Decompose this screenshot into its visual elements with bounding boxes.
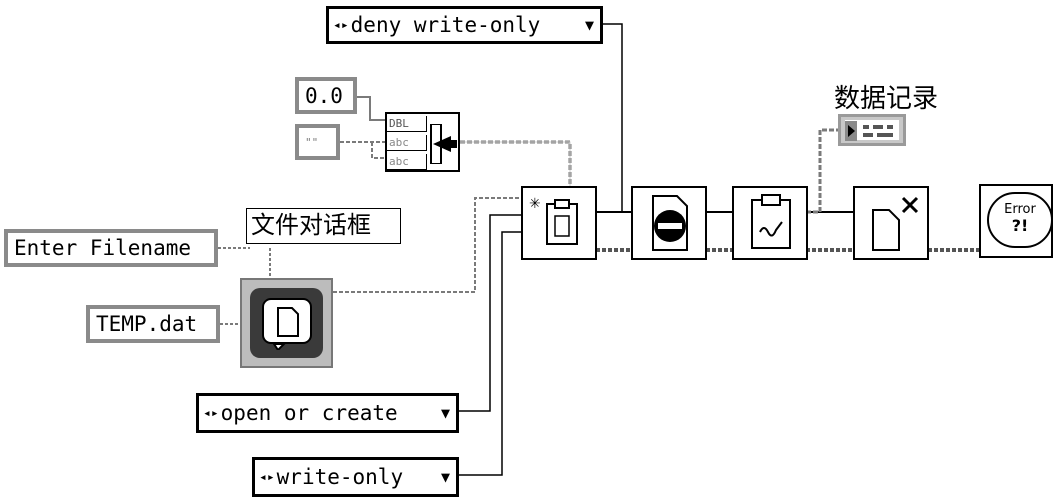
data-record-indicator[interactable] bbox=[838, 114, 906, 146]
error-symbol: ?! bbox=[1011, 216, 1029, 235]
bundle-row-dbl: DBL bbox=[387, 116, 427, 132]
wire-string2 bbox=[371, 142, 386, 159]
cluster-indicator-icon bbox=[845, 121, 893, 141]
new-file-icon: ✳ bbox=[529, 196, 578, 245]
file-dialog-label: 文件对话框 bbox=[246, 208, 401, 244]
wire-data bbox=[806, 128, 840, 214]
number-constant[interactable]: 0.0 bbox=[295, 77, 357, 114]
open-mode-value: open or create bbox=[220, 401, 398, 425]
wire-deny bbox=[602, 23, 632, 213]
dropdown-arrow-icon[interactable]: ▼ bbox=[584, 16, 594, 34]
enum-arrows-icon: ◂▸ bbox=[333, 17, 349, 33]
prompt-constant[interactable]: Enter Filename bbox=[4, 229, 218, 267]
error-handler-node[interactable]: Error ?! bbox=[979, 184, 1053, 258]
bundle-arrow-icon bbox=[430, 124, 457, 164]
access-enum[interactable]: ◂▸ write-only ▼ bbox=[252, 457, 459, 497]
wire-cluster-inner bbox=[460, 141, 571, 188]
bundle-node[interactable]: DBL abc abc bbox=[385, 112, 460, 172]
deny-icon bbox=[652, 195, 688, 251]
bundle-row-abc-2: abc bbox=[387, 154, 427, 170]
wire-access bbox=[458, 231, 522, 476]
error-bubble-icon: Error ?! bbox=[987, 192, 1053, 248]
access-value: write-only bbox=[276, 465, 404, 489]
file-dialog-icon bbox=[262, 298, 312, 350]
wire-open-mode bbox=[458, 214, 522, 412]
open-create-file-node[interactable]: ✳ bbox=[521, 186, 597, 260]
file-dialog-node[interactable] bbox=[240, 278, 333, 368]
enum-arrows-icon: ◂▸ bbox=[203, 405, 219, 421]
close-file-node[interactable] bbox=[853, 186, 929, 260]
deny-mode-value: deny write-only bbox=[350, 13, 541, 37]
wire-path bbox=[333, 197, 522, 293]
write-file-node[interactable] bbox=[732, 186, 808, 260]
svg-text:✳: ✳ bbox=[529, 196, 541, 212]
default-name-constant[interactable]: TEMP.dat bbox=[86, 305, 220, 343]
wire-number bbox=[357, 96, 386, 121]
enum-arrows-icon: ◂▸ bbox=[259, 469, 275, 485]
write-file-icon bbox=[751, 194, 791, 249]
empty-string-constant[interactable]: "" bbox=[295, 124, 340, 160]
data-record-label: 数据记录 bbox=[834, 84, 939, 114]
dropdown-arrow-icon[interactable]: ▼ bbox=[440, 468, 450, 486]
dropdown-arrow-icon[interactable]: ▼ bbox=[440, 404, 450, 422]
wire-cluster bbox=[460, 140, 572, 188]
close-file-icon bbox=[872, 196, 919, 251]
open-mode-enum[interactable]: ◂▸ open or create ▼ bbox=[196, 393, 459, 433]
deny-access-node[interactable] bbox=[631, 186, 707, 260]
deny-mode-enum[interactable]: ◂▸ deny write-only ▼ bbox=[326, 6, 603, 44]
bundle-row-abc-1: abc bbox=[387, 135, 427, 151]
error-text: Error bbox=[1004, 202, 1036, 217]
